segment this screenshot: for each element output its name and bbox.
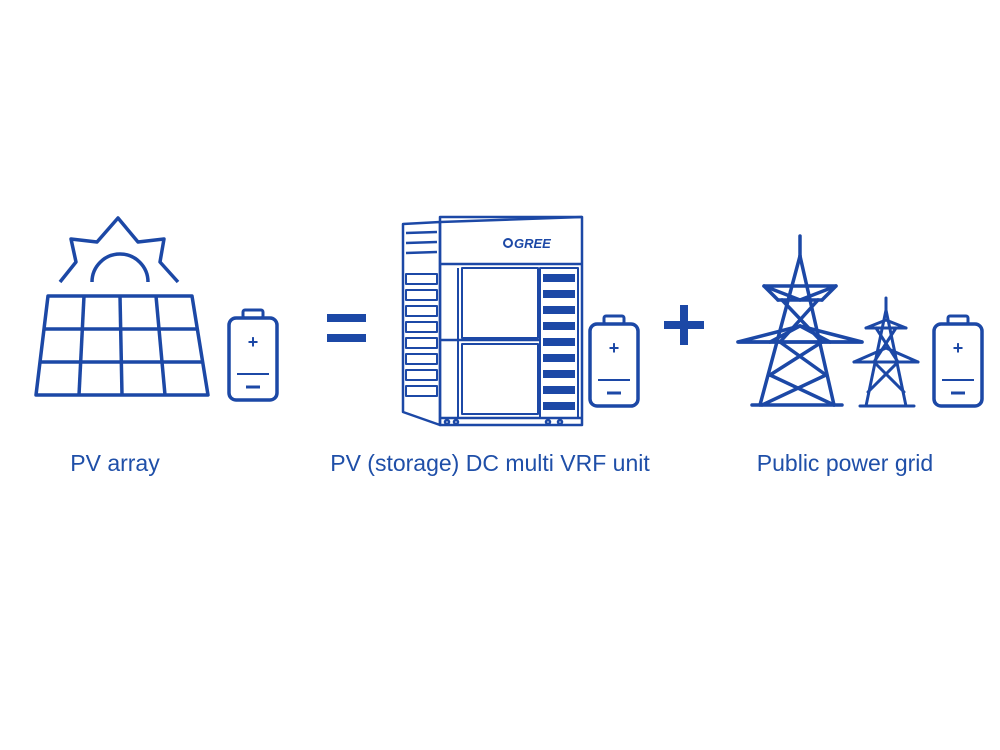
plus-icon — [664, 305, 704, 345]
sun-disc — [90, 252, 150, 283]
battery-icon — [227, 308, 279, 402]
battery-icon — [588, 314, 640, 408]
power-grid-label: Public power grid — [756, 450, 934, 476]
vrf-unit-label: PV (storage) DC multi VRF unit — [330, 450, 650, 476]
vrf-unit-icon — [401, 215, 584, 427]
pv-array-label: PV array — [70, 450, 160, 476]
pv-array-icon — [34, 216, 210, 397]
power-tower-icon — [852, 296, 920, 408]
equals-icon — [327, 314, 366, 342]
brand-logo: GREE — [514, 236, 551, 251]
sun-rays — [58, 216, 180, 284]
battery-icon — [932, 314, 984, 408]
power-tower-icon — [736, 234, 864, 407]
